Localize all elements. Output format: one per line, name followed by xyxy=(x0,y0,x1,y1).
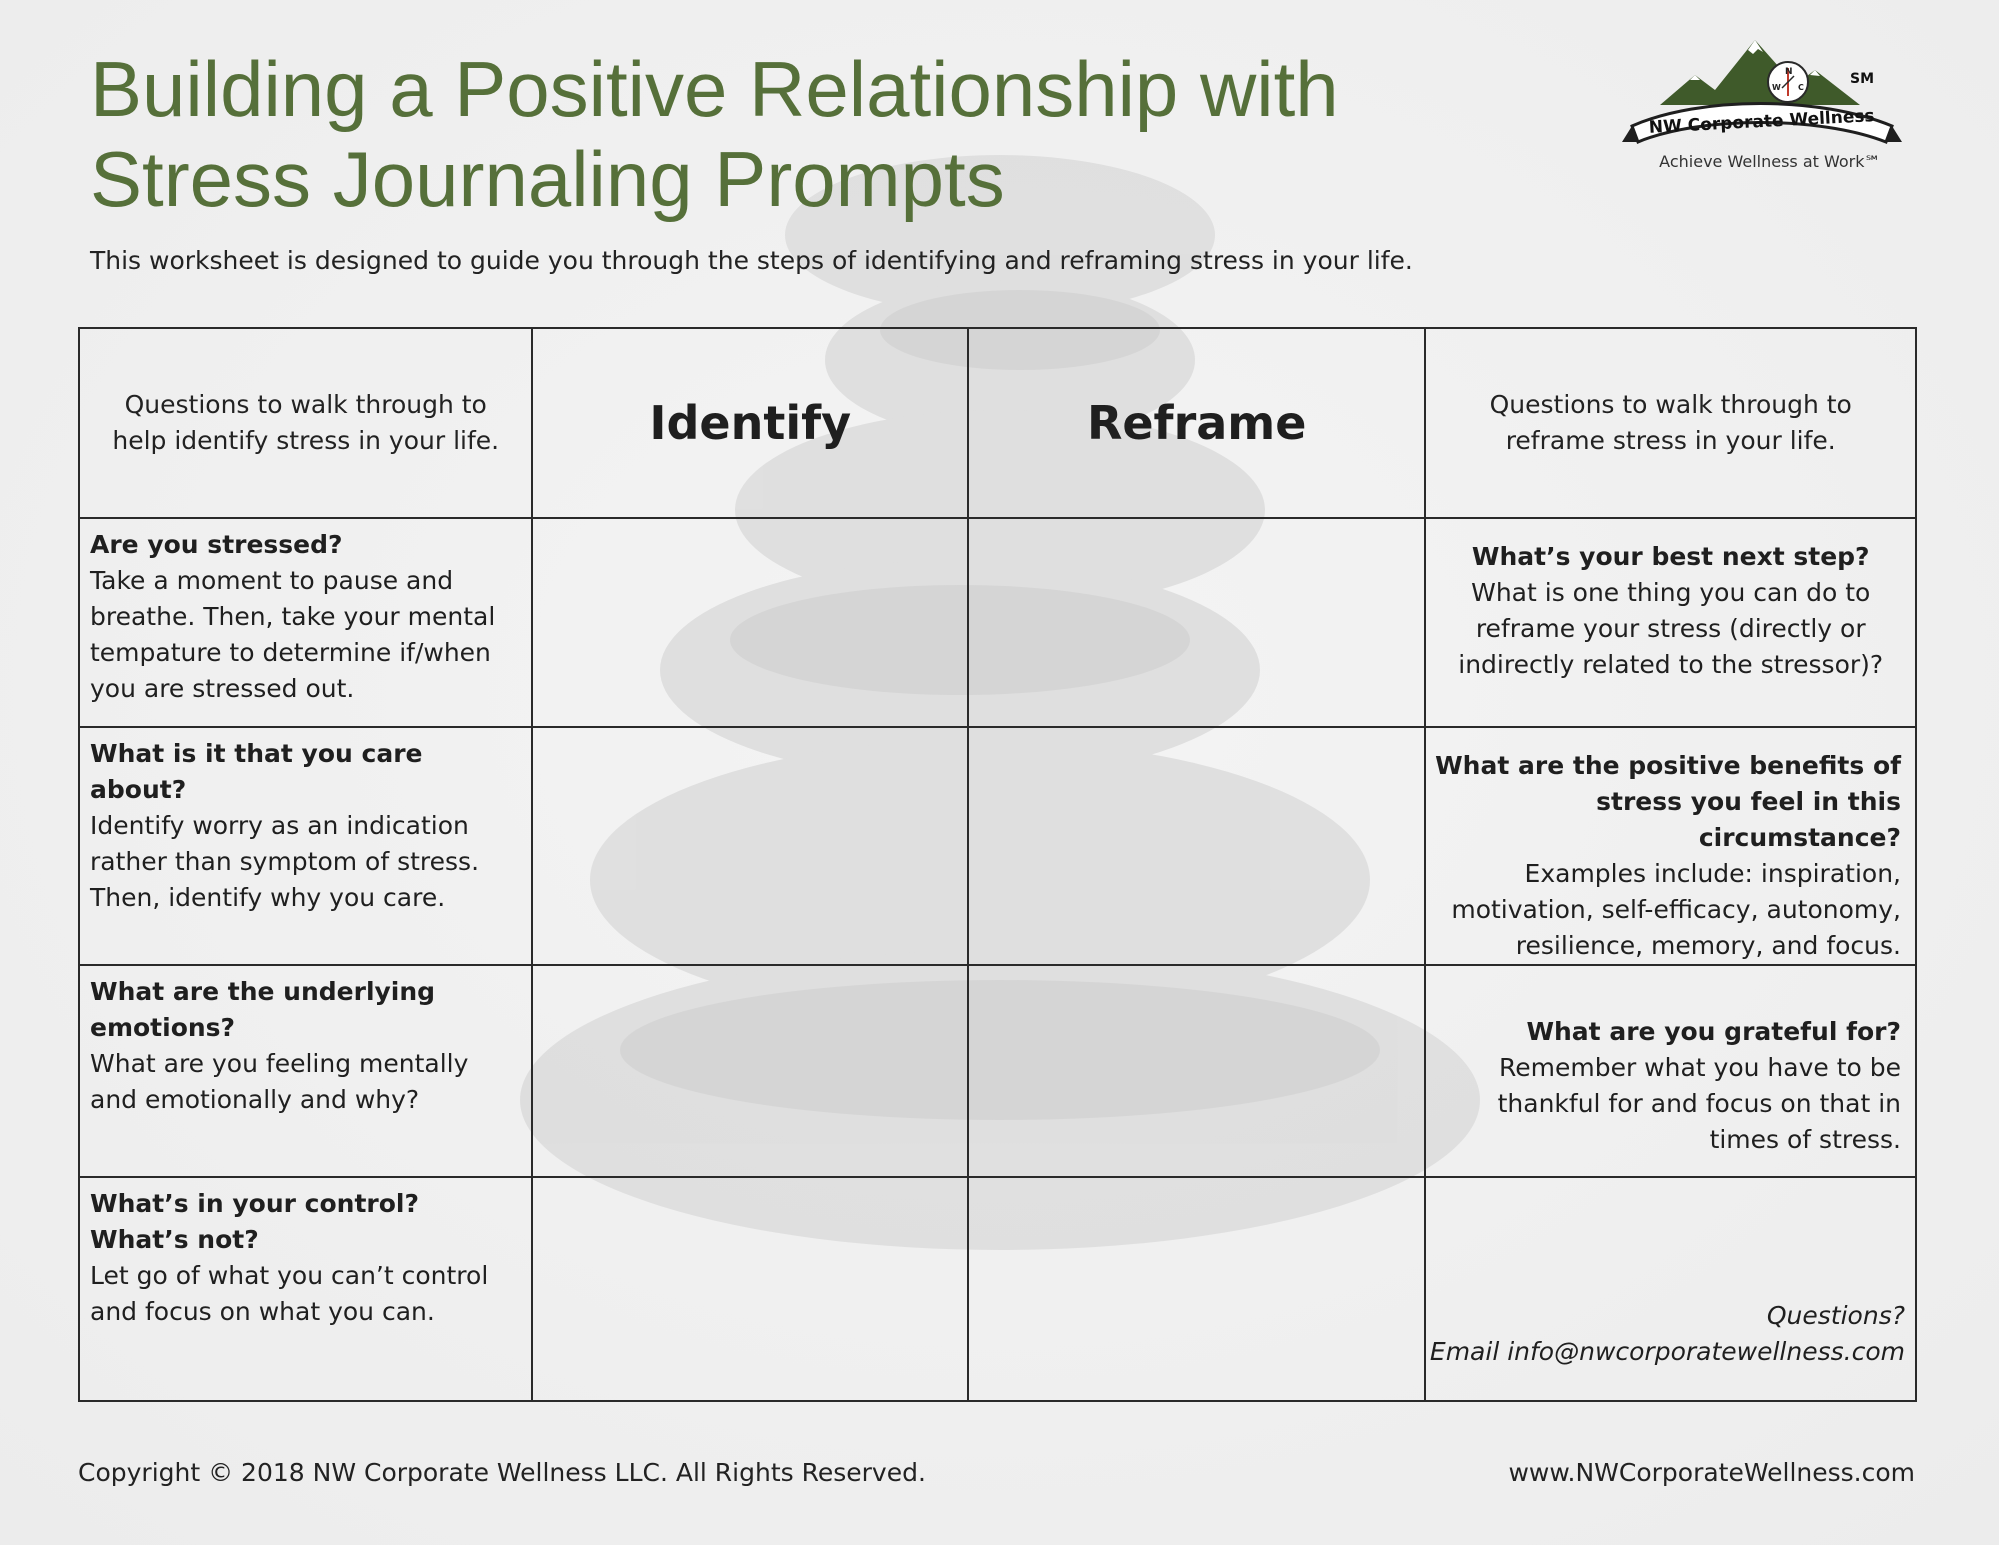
contact-question: Questions? xyxy=(1766,1301,1905,1330)
reframe-heading: Reframe xyxy=(966,327,1427,519)
prompt-question: What’s your best next step? xyxy=(1471,542,1870,571)
identify-answer-cell[interactable] xyxy=(531,517,969,728)
website-link[interactable]: www.NWCorporateWellness.com xyxy=(1508,1458,1915,1487)
contact-email-link[interactable]: Email info@nwcorporatewellness.com xyxy=(1429,1337,1905,1366)
company-logo: N W C NW Corporate Wellness SM Achieve W… xyxy=(1620,30,1910,180)
reframe-answer-cell[interactable] xyxy=(966,964,1427,1178)
title-line-2: Stress Journaling Prompts xyxy=(90,135,1005,223)
prompt-question: What are you grateful for? xyxy=(1526,1017,1901,1046)
prompt-question: What are the underlying emotions? xyxy=(90,977,436,1042)
compass-w: W xyxy=(1772,83,1781,92)
identify-prompt: What is it that you care about? Identify… xyxy=(77,726,534,966)
copyright-notice: Copyright © 2018 NW Corporate Wellness L… xyxy=(78,1458,926,1487)
prompt-text: Identify worry as an indication rather t… xyxy=(90,811,480,912)
identify-instructions: Questions to walk through to help identi… xyxy=(77,327,534,519)
contact-info: Questions? Email info@nwcorporatewellnes… xyxy=(1424,1176,1917,1402)
prompt-question: What are the positive benefits of stress… xyxy=(1435,751,1901,852)
prompt-text: Let go of what you can’t control and foc… xyxy=(90,1261,489,1326)
prompt-question: What is it that you care about? xyxy=(90,739,423,804)
service-mark: SM xyxy=(1850,71,1874,87)
reframe-answer-cell[interactable] xyxy=(966,726,1427,966)
identify-prompt: Are you stressed? Take a moment to pause… xyxy=(77,517,534,728)
identify-heading: Identify xyxy=(531,327,969,519)
reframe-answer-cell[interactable] xyxy=(966,517,1427,728)
reframe-prompt: What’s your best next step? What is one … xyxy=(1424,517,1917,728)
intro-text: This worksheet is designed to guide you … xyxy=(90,246,1413,275)
identify-answer-cell[interactable] xyxy=(531,726,969,966)
journaling-table: Questions to walk through to help identi… xyxy=(77,327,1917,1402)
compass-n: N xyxy=(1785,67,1793,77)
table-row: What are the underlying emotions? What a… xyxy=(77,964,1917,1178)
page-title: Building a Positive Relationship with St… xyxy=(90,44,1339,224)
prompt-text: What are you feeling mentally and emotio… xyxy=(90,1049,469,1114)
prompt-text: What is one thing you can do to reframe … xyxy=(1458,578,1884,679)
table-row: What’s in your control? What’s not? Let … xyxy=(77,1176,1917,1402)
prompt-question: Are you stressed? xyxy=(90,530,343,559)
logo-tagline: Achieve Wellness at Work℠ xyxy=(1659,152,1881,171)
table-row: Are you stressed? Take a moment to pause… xyxy=(77,517,1917,728)
prompt-text: Remember what you have to be thankful fo… xyxy=(1497,1053,1901,1154)
table-row: What is it that you care about? Identify… xyxy=(77,726,1917,966)
mountain-logo-icon: N W C NW Corporate Wellness SM xyxy=(1622,40,1902,144)
identify-prompt: What are the underlying emotions? What a… xyxy=(77,964,534,1178)
identify-prompt: What’s in your control? What’s not? Let … xyxy=(77,1176,534,1402)
table-header-row: Questions to walk through to help identi… xyxy=(77,327,1917,519)
title-line-1: Building a Positive Relationship with xyxy=(90,45,1339,133)
compass-c: C xyxy=(1798,83,1804,92)
reframe-instructions: Questions to walk through to reframe str… xyxy=(1424,327,1917,519)
reframe-prompt: What are the positive benefits of stress… xyxy=(1424,726,1917,966)
reframe-answer-cell[interactable] xyxy=(966,1176,1427,1402)
reframe-prompt: What are you grateful for? Remember what… xyxy=(1424,964,1917,1178)
identify-answer-cell[interactable] xyxy=(531,964,969,1178)
prompt-text: Take a moment to pause and breathe. Then… xyxy=(90,566,496,703)
prompt-text: Examples include: inspiration, motivatio… xyxy=(1451,859,1901,960)
prompt-question: What’s in your control? What’s not? xyxy=(90,1189,419,1254)
identify-answer-cell[interactable] xyxy=(531,1176,969,1402)
